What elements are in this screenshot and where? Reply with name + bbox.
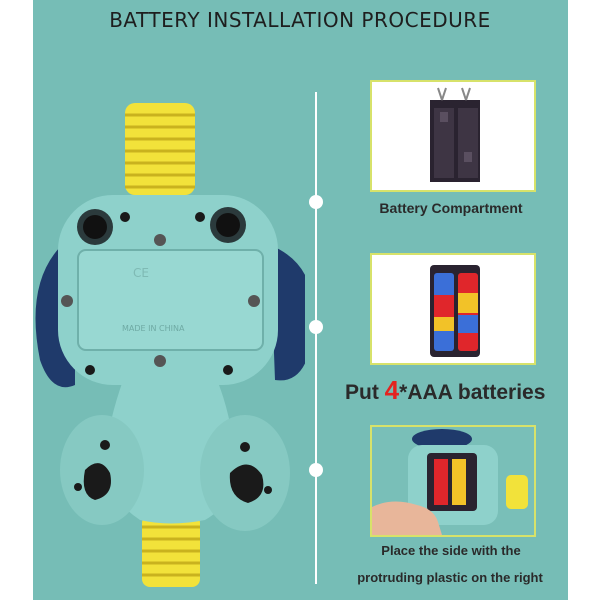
- lid-screw-left: [61, 295, 73, 307]
- timeline-dot-1: [309, 195, 323, 209]
- batteries-installed-photo: [370, 253, 536, 365]
- top-spring: [125, 103, 195, 195]
- insertion-orientation-photo: [370, 425, 536, 537]
- step3-caption-line2: protruding plastic on the right: [357, 570, 543, 585]
- step2-instruction: Put 4*AAA batteries: [345, 375, 560, 406]
- right-ear: [270, 245, 305, 381]
- battery-compartment-photo: [370, 80, 536, 192]
- timeline-dot-3: [309, 463, 323, 477]
- battery-count: 4: [384, 375, 400, 405]
- step2-prefix: Put: [345, 381, 385, 404]
- right-foot-hole: [229, 464, 264, 503]
- page-title: BATTERY INSTALLATION PROCEDURE: [109, 8, 491, 32]
- step2-suffix: *AAA batteries: [399, 381, 546, 404]
- step3-caption-line1: Place the side with the: [381, 543, 521, 558]
- toy-illustration: CE MADE IN CHINA: [35, 103, 305, 587]
- ce-mark: CE: [133, 266, 149, 280]
- lid-screw-bottom: [154, 355, 166, 367]
- bottom-spring: [142, 515, 200, 587]
- timeline-dot-2: [309, 320, 323, 334]
- left-foot-hole: [83, 463, 111, 500]
- timeline-line: [315, 92, 317, 584]
- step1-caption: Battery Compartment: [379, 200, 523, 216]
- lid-screw-top: [154, 234, 166, 246]
- battery-lid: [77, 249, 264, 351]
- lid-screw-right: [248, 295, 260, 307]
- made-in-label: MADE IN CHINA: [122, 324, 185, 333]
